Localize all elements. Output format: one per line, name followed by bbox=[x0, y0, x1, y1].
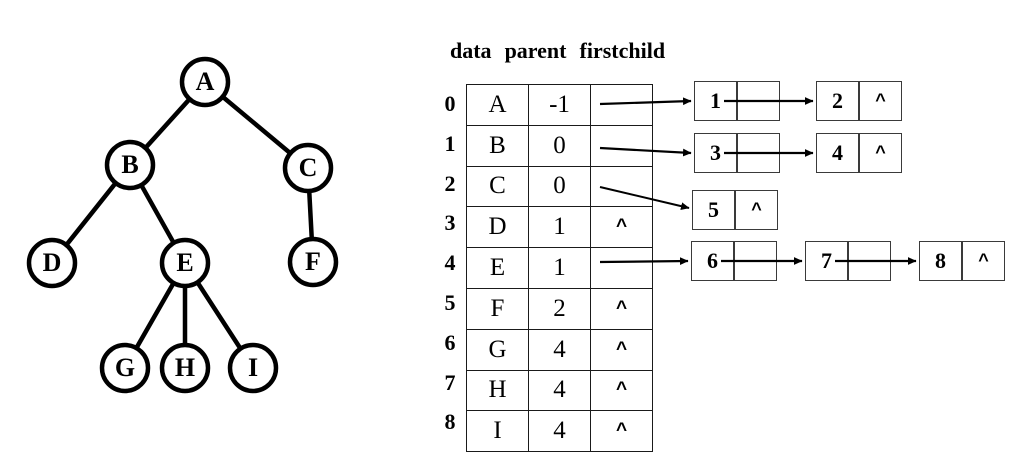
tree-edge-E-G bbox=[133, 279, 177, 352]
tree-edge-B-D bbox=[63, 179, 119, 249]
row-index-6: 6 bbox=[444, 329, 456, 355]
list-node-5[interactable]: 5^ bbox=[692, 190, 778, 230]
cell-data-8: I bbox=[466, 410, 529, 453]
tree-edge-E-I bbox=[194, 279, 244, 352]
list-node-link-5: ^ bbox=[735, 190, 778, 230]
tree-node-circles bbox=[26, 56, 339, 394]
tree-node-circle-c[interactable] bbox=[282, 142, 334, 194]
cell-data-4: E bbox=[466, 247, 529, 289]
cell-firstchild-0 bbox=[590, 84, 653, 126]
list-node-link-4: ^ bbox=[859, 133, 902, 173]
list-node-2[interactable]: 2^ bbox=[816, 81, 902, 121]
list-node-8[interactable]: 8^ bbox=[919, 241, 1005, 281]
cell-parent-7: 4 bbox=[528, 369, 591, 412]
cell-data-2: C bbox=[466, 165, 529, 208]
cell-firstchild-5: ^ bbox=[590, 287, 653, 330]
tree-node-circle-h[interactable] bbox=[159, 342, 211, 394]
list-node-4[interactable]: 4^ bbox=[816, 133, 902, 173]
list-node-value-8: 8 bbox=[919, 241, 962, 281]
cell-firstchild-2 bbox=[590, 165, 653, 208]
tree-edge-C-F bbox=[306, 187, 315, 243]
row-index-7: 7 bbox=[444, 369, 456, 395]
cell-parent-2: 0 bbox=[528, 165, 591, 208]
cell-firstchild-4 bbox=[590, 247, 653, 289]
row-index-4: 4 bbox=[444, 250, 456, 276]
list-node-value-4: 4 bbox=[816, 133, 859, 173]
cell-firstchild-3: ^ bbox=[590, 206, 653, 249]
cell-parent-0: -1 bbox=[528, 84, 591, 126]
cell-data-0: A bbox=[466, 84, 529, 126]
tree-edge-B-E bbox=[138, 181, 177, 247]
tree-edge-A-C bbox=[219, 93, 294, 157]
list-node-value-5: 5 bbox=[692, 190, 735, 230]
cell-firstchild-8: ^ bbox=[590, 410, 653, 453]
list-node-link-2: ^ bbox=[859, 81, 902, 121]
row-index-5: 5 bbox=[444, 290, 456, 315]
row-index-1: 1 bbox=[444, 130, 456, 156]
row-index-0: 0 bbox=[444, 91, 456, 116]
tree-node-circle-e[interactable] bbox=[159, 237, 211, 289]
list-node-link-8: ^ bbox=[962, 241, 1005, 281]
list-node-value-1: 1 bbox=[694, 81, 737, 121]
list-node-value-6: 6 bbox=[691, 241, 734, 281]
cell-parent-3: 1 bbox=[528, 206, 591, 249]
cell-data-6: G bbox=[466, 328, 529, 371]
tree-node-circle-b[interactable] bbox=[104, 139, 156, 191]
list-node-7[interactable]: 7 bbox=[805, 241, 891, 281]
row-index-3: 3 bbox=[444, 210, 456, 236]
cell-parent-1: 0 bbox=[528, 124, 591, 167]
cell-data-7: H bbox=[466, 369, 529, 412]
cell-data-5: F bbox=[466, 287, 529, 330]
cell-firstchild-1 bbox=[590, 124, 653, 167]
tree-node-circle-d[interactable] bbox=[26, 237, 78, 289]
list-node-value-2: 2 bbox=[816, 81, 859, 121]
cell-firstchild-6: ^ bbox=[590, 328, 653, 371]
row-index-2: 2 bbox=[444, 170, 456, 196]
tree-edges-svg bbox=[26, 56, 339, 394]
table-column-headers: data parent firstchild bbox=[450, 38, 665, 64]
header-data: data bbox=[450, 38, 492, 63]
list-node-6[interactable]: 6 bbox=[691, 241, 777, 281]
tree-edge-A-B bbox=[142, 96, 193, 151]
cell-data-1: B bbox=[466, 124, 529, 167]
header-parent: parent bbox=[504, 38, 567, 63]
list-node-link-7 bbox=[848, 241, 891, 281]
list-node-link-6 bbox=[734, 241, 777, 281]
tree-node-circle-g[interactable] bbox=[99, 342, 151, 394]
cell-firstchild-7: ^ bbox=[590, 369, 653, 412]
table-row: A-1 bbox=[466, 84, 653, 126]
list-node-link-3 bbox=[737, 133, 780, 173]
list-node-value-3: 3 bbox=[694, 133, 737, 173]
cell-parent-4: 1 bbox=[528, 247, 591, 289]
header-firstchild: firstchild bbox=[579, 38, 666, 63]
tree-node-circle-i[interactable] bbox=[227, 342, 279, 394]
tree-node-circle-a[interactable] bbox=[179, 56, 231, 108]
list-node-3[interactable]: 3 bbox=[694, 133, 780, 173]
tree-edge-group bbox=[63, 93, 315, 352]
list-node-value-7: 7 bbox=[805, 241, 848, 281]
cell-parent-5: 2 bbox=[528, 287, 591, 330]
list-node-link-1 bbox=[737, 81, 780, 121]
row-index-8: 8 bbox=[444, 409, 456, 435]
list-node-1[interactable]: 1 bbox=[694, 81, 780, 121]
cell-parent-6: 4 bbox=[528, 328, 591, 371]
cell-parent-8: 4 bbox=[528, 410, 591, 453]
cell-data-3: D bbox=[466, 206, 529, 249]
tree-node-circle-f[interactable] bbox=[287, 236, 339, 288]
